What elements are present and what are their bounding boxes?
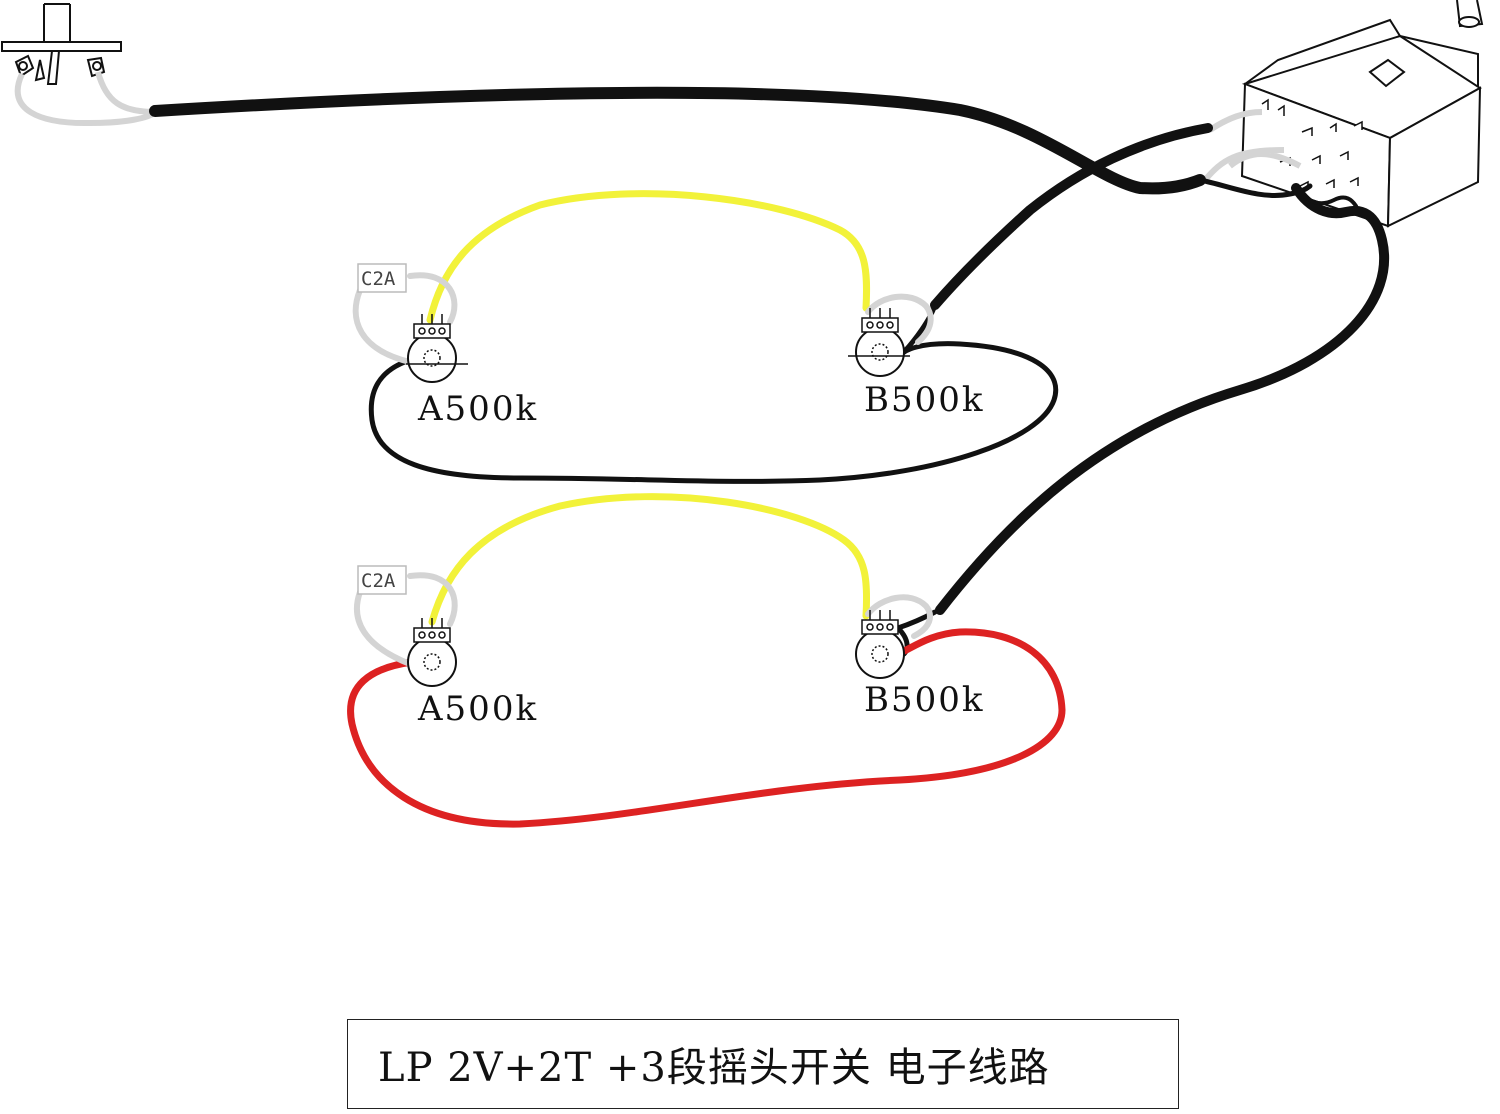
pot-label-bottom-left: A500k [417,689,538,729]
black-wires [149,86,1390,657]
yellow-wires [426,190,871,626]
potentiometer-icon [406,314,468,383]
capacitor-label-bottom: C2A [361,570,396,592]
toggle-switch-icon [1240,0,1484,228]
grey-leads [352,272,934,667]
jack-grey-wire [14,71,158,127]
switch-grey-jumpers [1202,109,1302,182]
pot-label-top-right: B500k [864,380,984,420]
pot-label-top-left: A500k [417,389,538,429]
caption-box: LP 2V+2T +3段摇头开关 电子线路 [347,1019,1179,1109]
potentiometer-icon [407,618,457,687]
potentiometer-icon [848,308,910,377]
output-jack-icon [1,3,122,85]
potentiometer-icon [855,610,905,679]
capacitor-label-top: C2A [361,268,396,290]
diagram-caption: LP 2V+2T +3段摇头开关 电子线路 [378,1045,1050,1091]
pot-label-bottom-right: B500k [864,680,984,720]
capacitor-icon: C2A [357,565,407,595]
red-wire [347,628,1066,828]
capacitor-icon: C2A [357,263,407,293]
